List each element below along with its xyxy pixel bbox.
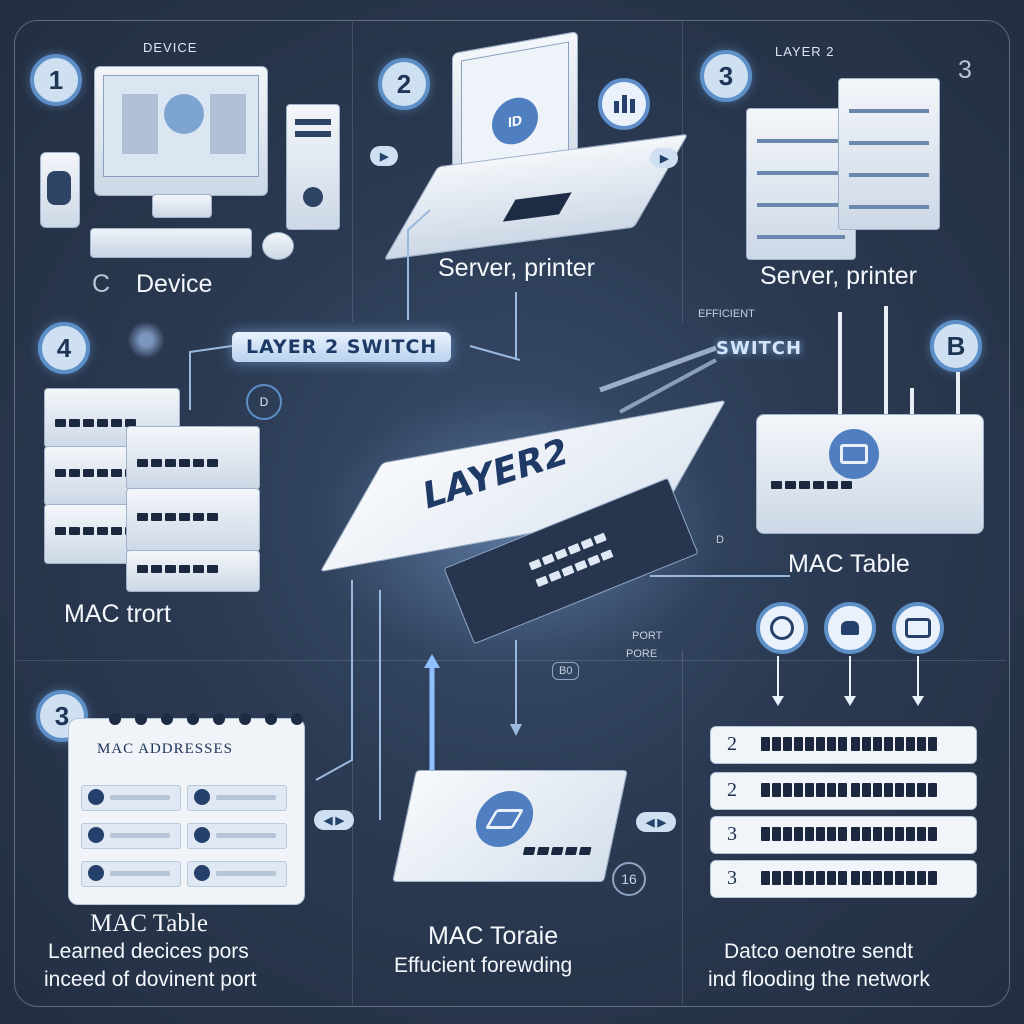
device-prefix: C [92,270,111,298]
device-label: Device [136,270,213,298]
network-icon-3 [892,602,944,654]
efficient-forwarding-text: Effucient forewding [394,954,573,977]
mac-toraie-title: MAC Toraie [428,922,559,950]
forwarding-row: 3 [710,816,977,854]
power-icon [303,187,323,207]
router-body [756,414,984,534]
mac-trort-label: MAC trort [64,600,171,628]
switch-chip: SWITCH [716,338,803,359]
row-number: 3 [727,823,737,845]
server-rack-right [838,78,940,230]
forwarding-row: 2 [710,772,977,810]
flooding-line1: Datco oenotre sendt [724,940,914,963]
mac-cell [187,823,287,849]
mac-cell [81,823,181,849]
antenna-2 [884,306,888,422]
mac-cell [81,861,181,887]
chart-icon [598,78,650,130]
b0-caption: B0 [552,662,580,680]
port-caption-1: PORT [632,630,663,642]
mac-table-title: MAC Table [90,910,208,937]
screen-emblem: ID [492,93,538,149]
panel-dots [109,713,303,725]
divider-v-1 [352,22,353,322]
mac-table-label-right: MAC Table [788,550,910,578]
mac-addresses-panel: MAC ADDRESSES [68,713,305,905]
step-number-3-right: 3 [958,56,972,84]
step-badge-2: 2 [378,58,430,110]
antenna-1 [838,312,842,434]
router-emblem-icon [829,429,879,479]
step-badge-3-bottom: 3 [36,690,88,742]
mac-cell [187,861,287,887]
arrow-center-to-right: ◀ ▶ [636,812,676,832]
phone-device [40,152,80,228]
network-icon-2 [824,602,876,654]
port-caption-2: PORE [626,648,658,660]
device-caption: DEVICE [143,40,198,55]
step-badge-b: B [930,320,982,372]
divider-v-2 [682,22,683,322]
switch-stack-6 [126,550,260,592]
layer2-caption: LAYER 2 [775,44,835,59]
mac-panel-title: MAC ADDRESSES [97,741,233,757]
server-printer-label-1: Server, printer [438,254,596,282]
desktop-monitor [94,66,268,196]
diagram-frame [14,20,1010,1007]
step-badge-4: 4 [38,322,90,374]
d-icon-left: D [246,384,282,420]
row-number: 3 [727,867,737,889]
switch-stack-5 [126,488,260,552]
efficient-caption: EFFICIENT [698,308,755,320]
small-d-label: D [716,534,724,546]
desktop-tower [286,104,340,230]
network-icon-1 [756,602,808,654]
forwarding-switch-top [392,770,628,882]
divider-v-4 [682,650,683,1005]
fan-icon [124,318,168,362]
antenna-4 [956,372,960,448]
tag-16: 16 [612,862,646,896]
arrow-left-to-center: ◀ ▶ [314,810,354,830]
keyboard [90,228,252,258]
mouse [262,232,294,260]
arrow-panel2-to-3: ▶ [650,148,679,168]
mac-table-line1: Learned decices pors [48,940,249,963]
mac-cell [81,785,181,811]
server-printer-label-2: Server, printer [760,262,918,290]
forwarding-row: 2 [710,726,977,764]
divider-v-3 [352,650,353,1005]
layer2-switch-chip: LAYER 2 SWITCH [232,332,452,362]
mac-cell [187,785,287,811]
monitor-stand [152,194,212,218]
step-badge-3: 3 [700,50,752,102]
forwarding-emblem-icon [470,791,539,847]
flooding-line2: ind flooding the network [708,968,930,991]
switch-stack-4 [126,426,260,490]
fingerprint-icon [47,171,71,205]
mac-table-line2: inceed of dovinent port [44,968,257,991]
forwarding-row: 3 [710,860,977,898]
step-badge-1: 1 [30,54,82,106]
d-icon-glyph: D [259,395,269,409]
arrow-panel1-to-2: ▶ [370,146,399,166]
row-number: 2 [727,733,737,755]
row-number: 2 [727,779,737,801]
divider-h-1 [16,660,1006,661]
